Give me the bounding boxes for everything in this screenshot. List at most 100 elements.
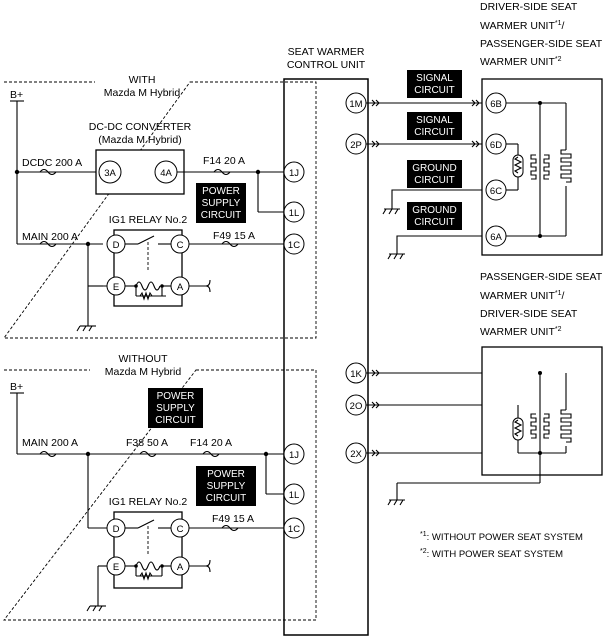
fuse-icon [39, 240, 57, 248]
relay-terminal: D [113, 524, 120, 535]
du-terminal-6a: 6A [490, 232, 502, 243]
footnote-1-text: : WITHOUT POWER SEAT SYSTEM [427, 532, 583, 543]
cu-terminal-1k: 1K [350, 369, 362, 380]
f38-fuse-label: F38 50 A [126, 437, 168, 449]
pass-unit-label-3: DRIVER-SIDE SEAT [480, 308, 578, 320]
ground-circuit-1 [407, 160, 462, 188]
footnote-2-text: : WITH POWER SEAT SYSTEM [427, 549, 563, 560]
driver-unit-sup2: *2 [555, 56, 562, 63]
power-supply-circuit-top [196, 183, 246, 223]
heater-element-icon [560, 409, 572, 443]
with-hybrid-label-1: WITH [129, 74, 156, 86]
cu-terminal-2p: 2P [350, 140, 362, 151]
driver-unit-label-4: WARMER UNIT*2 [480, 56, 562, 68]
relay-terminal: A [177, 562, 184, 573]
footnote-2: *2: WITH POWER SEAT SYSTEM [420, 548, 563, 560]
cu-terminal-1c: 1C [288, 240, 300, 251]
cu-terminal-2x: 2X [350, 449, 362, 460]
relay-label-top: IG1 RELAY No.2 [109, 214, 188, 226]
fuse-icon [221, 524, 239, 532]
driver-unit-label-1: DRIVER-SIDE SEAT [480, 1, 578, 13]
control-unit-label-2: CONTROL UNIT [287, 59, 366, 71]
footnote-2-mark: *2 [420, 548, 427, 555]
driver-unit-slash: / [561, 20, 564, 32]
relay-terminal: E [113, 562, 119, 573]
pass-unit-sup: *1 [555, 290, 562, 297]
power-supply-circuit-bottom [196, 466, 256, 506]
heater-element-icon [560, 149, 572, 183]
fuse-icon [221, 240, 239, 248]
terminal-3a: 3A [104, 168, 116, 179]
signal-text: SIGNAL [416, 73, 453, 84]
f14-fuse-label-bottom: F14 20 A [190, 437, 232, 449]
footnote-1-mark: *1 [420, 531, 427, 538]
main-fuse-label-bottom: MAIN 200 A [22, 437, 78, 449]
psc-text: SUPPLY [202, 198, 241, 209]
du-terminal-6d: 6D [490, 140, 502, 151]
ground-text: GROUND [412, 205, 456, 216]
control-unit-label-1: SEAT WARMER [288, 46, 365, 58]
relay-terminal: D [113, 240, 120, 251]
pass-unit-label-4: WARMER UNIT*2 [480, 326, 562, 338]
psc-text: SUPPLY [156, 403, 195, 414]
relay-terminal: E [113, 282, 119, 293]
pass-unit-label-2: WARMER UNIT*1/ [480, 290, 564, 302]
signal-text: SIGNAL [416, 115, 453, 126]
ground-circuit-2 [407, 202, 462, 230]
fuse-icon [139, 450, 157, 458]
signal-circuit-1 [407, 70, 462, 98]
cu-terminal-1l-b: 1L [289, 490, 300, 501]
relay-terminal: C [177, 240, 184, 251]
cu-terminal-1m: 1M [349, 99, 362, 110]
ground-text: CIRCUIT [414, 175, 455, 186]
relay-label-bottom: IG1 RELAY No.2 [109, 496, 188, 508]
f49-fuse-label-bottom: F49 15 A [212, 513, 254, 525]
cu-terminal-1c-b: 1C [288, 524, 300, 535]
main-fuse-label-top: MAIN 200 A [22, 231, 78, 243]
pass-unit-sup2: *2 [555, 326, 562, 333]
relay-terminal: A [177, 282, 184, 293]
du-terminal-6b: 6B [490, 99, 502, 110]
psc-text: CIRCUIT [201, 210, 242, 221]
fuse-icon [39, 450, 57, 458]
psc-text: CIRCUIT [155, 415, 196, 426]
power-supply-circuit-middle [148, 388, 203, 428]
fuse-icon [202, 450, 220, 458]
heater-element-icon [530, 154, 537, 180]
bplus-bottom: B+ [10, 381, 23, 393]
pass-unit-label-1: PASSENGER-SIDE SEAT [480, 271, 603, 283]
dcdc-label-1: DC-DC CONVERTER [89, 121, 192, 133]
heater-element-icon [530, 413, 537, 439]
fuse-icon [39, 168, 57, 176]
pass-unit-slash: / [561, 290, 564, 302]
heater-element-icon [543, 413, 550, 439]
passenger-seat-warmer-unit [481, 346, 603, 476]
psc-text: POWER [207, 469, 245, 480]
cu-terminal-1j-b: 1J [289, 450, 299, 461]
f14-fuse-label-top: F14 20 A [203, 155, 245, 167]
fuse-icon [213, 168, 231, 176]
driver-unit-label-3: PASSENGER-SIDE SEAT [480, 38, 603, 50]
without-hybrid-frame [3, 369, 317, 621]
dcdc-fuse-label: DCDC 200 A [22, 157, 82, 169]
ground-text: GROUND [412, 163, 456, 174]
with-hybrid-frame [3, 81, 317, 339]
f49-fuse-label-top: F49 15 A [213, 230, 255, 242]
without-hybrid-label-1: WITHOUT [119, 353, 169, 365]
signal-circuit-2 [407, 112, 462, 140]
signal-text: CIRCUIT [414, 127, 455, 138]
cu-terminal-1l: 1L [289, 208, 300, 219]
psc-text: SUPPLY [207, 481, 246, 492]
heater-element-icon [543, 154, 550, 180]
with-hybrid-label-2: Mazda M Hybrid [104, 87, 181, 99]
psc-text: POWER [157, 391, 195, 402]
without-hybrid-label-2: Mazda M Hybrid [105, 366, 182, 378]
du-terminal-6c: 6C [490, 186, 502, 197]
bplus-top: B+ [10, 89, 23, 101]
ig1-relay-box-bottom [113, 511, 183, 589]
signal-text: CIRCUIT [414, 85, 455, 96]
terminal-4a: 4A [160, 168, 172, 179]
cu-terminal-1j: 1J [289, 168, 299, 179]
psc-text: CIRCUIT [206, 493, 247, 504]
